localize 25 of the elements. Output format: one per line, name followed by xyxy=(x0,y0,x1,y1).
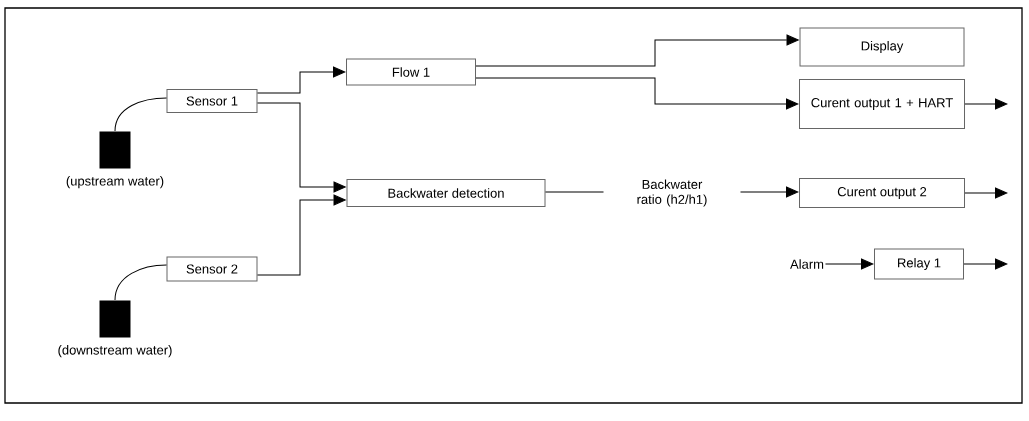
process-box: Sensor 1 xyxy=(166,89,258,113)
cable xyxy=(114,97,167,132)
process-box: Relay 1 xyxy=(874,248,964,280)
arrow xyxy=(475,34,799,67)
cable xyxy=(114,264,167,301)
sensor-drawing: (upstream water) xyxy=(66,131,164,189)
arrow xyxy=(825,258,874,270)
arrow xyxy=(964,187,1008,199)
edge-label: Backwater ratio (h2/h1) xyxy=(603,178,741,208)
arrow xyxy=(963,258,1008,270)
process-box: Flow 1 xyxy=(346,58,476,86)
arrow xyxy=(257,102,346,193)
process-box: Backwater detection xyxy=(346,179,546,207)
process-box: Curent output 1 + HART xyxy=(799,79,965,129)
process-box: Display xyxy=(799,27,965,67)
input-label: Alarm xyxy=(790,259,824,269)
node-label: (upstream water) xyxy=(66,176,164,189)
sensor-drawing: (downstream water) xyxy=(58,300,172,358)
arrow xyxy=(257,194,346,276)
arrow xyxy=(964,98,1008,110)
process-box: Curent output 2 xyxy=(799,178,965,208)
node-label: (downstream water) xyxy=(58,345,172,358)
arrow xyxy=(257,66,346,94)
process-box: Sensor 2 xyxy=(166,256,258,282)
arrow xyxy=(475,77,799,110)
